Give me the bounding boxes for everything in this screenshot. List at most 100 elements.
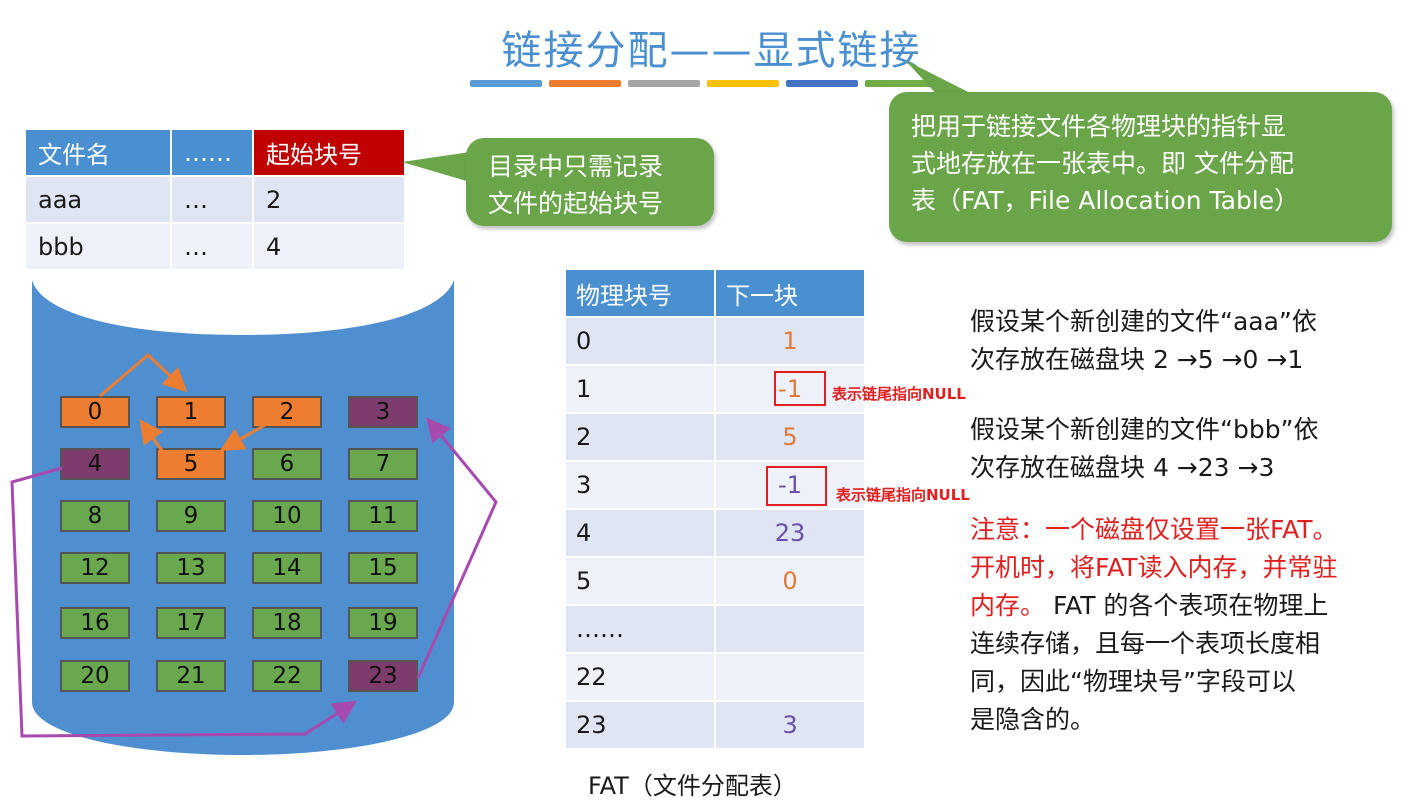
null-label: 表示链尾指向NULL [832,385,966,403]
arrow-0-to-1 [99,352,188,398]
fat-next-cell: 0 [714,556,866,606]
note-aaa-line1: 假设某个新创建的文件“aaa”依 [970,307,1317,336]
directory-cell: aaa [24,175,172,224]
directory-header-filename: 文件名 [24,128,172,177]
fat-next-cell [714,652,866,702]
directory-header-start-block: 起始块号 [252,128,406,177]
title-color-bar [865,80,937,87]
fat-block-cell: 4 [564,508,716,558]
disk-block: 2 [252,396,322,428]
fat-next-cell: -1 [714,460,866,510]
note-red-line3: 内存。 [970,591,1046,620]
note-line6: 是隐含的。 [970,705,1096,734]
disk-block: 16 [60,607,130,639]
null-label: 表示链尾指向NULL [836,486,970,504]
directory-callout: 目录中只需记录 文件的起始块号 [466,138,714,226]
null-marker-box [774,371,826,406]
note-aaa: 假设某个新创建的文件“aaa”依 次存放在磁盘块 2 →5 →0 →1 [970,303,1317,379]
disk-block: 20 [60,660,130,692]
disk-block: 8 [60,500,130,532]
fat-header-row: 物理块号 下一块 [564,268,866,318]
fat-block-cell: …… [564,604,716,654]
table-row: …… [564,604,866,654]
fat-next-cell: 3 [714,700,866,750]
disk-block: 18 [252,607,322,639]
fat-caption: FAT（文件分配表） [588,772,797,800]
disk-block: 13 [156,552,226,584]
disk-block: 12 [60,552,130,584]
fat-block-cell: 23 [564,700,716,750]
directory-cell: … [170,175,254,224]
directory-cell: bbb [24,222,172,271]
title-color-bar [786,80,858,87]
disk-block: 1 [156,396,226,428]
disk-block: 7 [348,448,418,480]
arrow-2-to-5 [219,423,266,451]
title-color-bar [707,80,779,87]
disk-block: 0 [60,396,130,428]
disk-block: 21 [156,660,226,692]
table-row: 22 [564,652,866,702]
fat-next-cell: 23 [714,508,866,558]
note-red-line1: 注意：一个磁盘仅设置一张FAT。 [970,515,1338,544]
disk-block: 23 [348,660,418,692]
table-row: 1-1 [564,364,866,414]
disk-block: 6 [252,448,322,480]
arrow-4-to-23 [10,466,358,738]
disk-block: 15 [348,552,418,584]
fat-block-cell: 2 [564,412,716,462]
disk-block: 11 [348,500,418,532]
disk-block: 19 [348,607,418,639]
fat-block-cell: 5 [564,556,716,606]
fat-callout-pointer [905,60,980,98]
fat-header-next: 下一块 [714,268,866,318]
note-bbb-line2: 次存放在磁盘块 4 →23 →3 [970,453,1275,482]
disk-block: 9 [156,500,226,532]
note-fat: 注意：一个磁盘仅设置一张FAT。 开机时，将FAT读入内存，并常驻 内存。 FA… [970,511,1338,739]
disk-block: 10 [252,500,322,532]
note-black-line3: FAT 的各个表项在物理上 [1045,591,1329,620]
fat-block-cell: 1 [564,364,716,414]
arrow-5-to-0 [139,419,165,453]
note-bbb-line1: 假设某个新创建的文件“bbb”依 [970,415,1319,444]
directory-cell: … [170,222,254,271]
disk-block: 4 [60,448,130,480]
page-title: 链接分配——显式链接 [501,28,922,74]
arrow-23-to-3 [416,417,498,679]
fat-callout-line2: 式地存放在一张表中。即 文件分配 [911,149,1294,178]
title-color-bar [549,80,621,87]
fat-next-cell: 1 [714,316,866,366]
directory-cell: 2 [252,175,406,224]
table-row: aaa … 2 [24,175,406,224]
directory-cell: 4 [252,222,406,271]
disk-block: 3 [348,396,418,428]
fat-next-cell [714,604,866,654]
fat-callout-line1: 把用于链接文件各物理块的指针显 [911,112,1287,141]
fat-header-block: 物理块号 [564,268,716,318]
note-red-line2: 开机时，将FAT读入内存，并常驻 [970,553,1338,582]
fat-block-cell: 22 [564,652,716,702]
note-bbb: 假设某个新创建的文件“bbb”依 次存放在磁盘块 4 →23 →3 [970,411,1319,487]
directory-callout-pointer [402,152,470,182]
directory-callout-line2: 文件的起始块号 [488,189,664,218]
directory-header-row: 文件名 …… 起始块号 [24,128,406,177]
note-line5: 同，因此“物理块号”字段可以 [970,667,1296,696]
table-row: bbb … 4 [24,222,406,271]
directory-header-dots: …… [170,128,254,177]
fat-next-cell: 5 [714,412,866,462]
note-aaa-line2: 次存放在磁盘块 2 →5 →0 →1 [970,345,1304,374]
disk-block: 14 [252,552,322,584]
note-line4: 连续存储，且每一个表项长度相 [970,629,1321,658]
fat-callout-line3: 表（FAT，File Allocation Table） [911,186,1300,215]
fat-block-cell: 0 [564,316,716,366]
directory-table: 文件名 …… 起始块号 aaa … 2 bbb … 4 [24,128,406,271]
disk-block: 17 [156,607,226,639]
table-row: 3-1 [564,460,866,510]
